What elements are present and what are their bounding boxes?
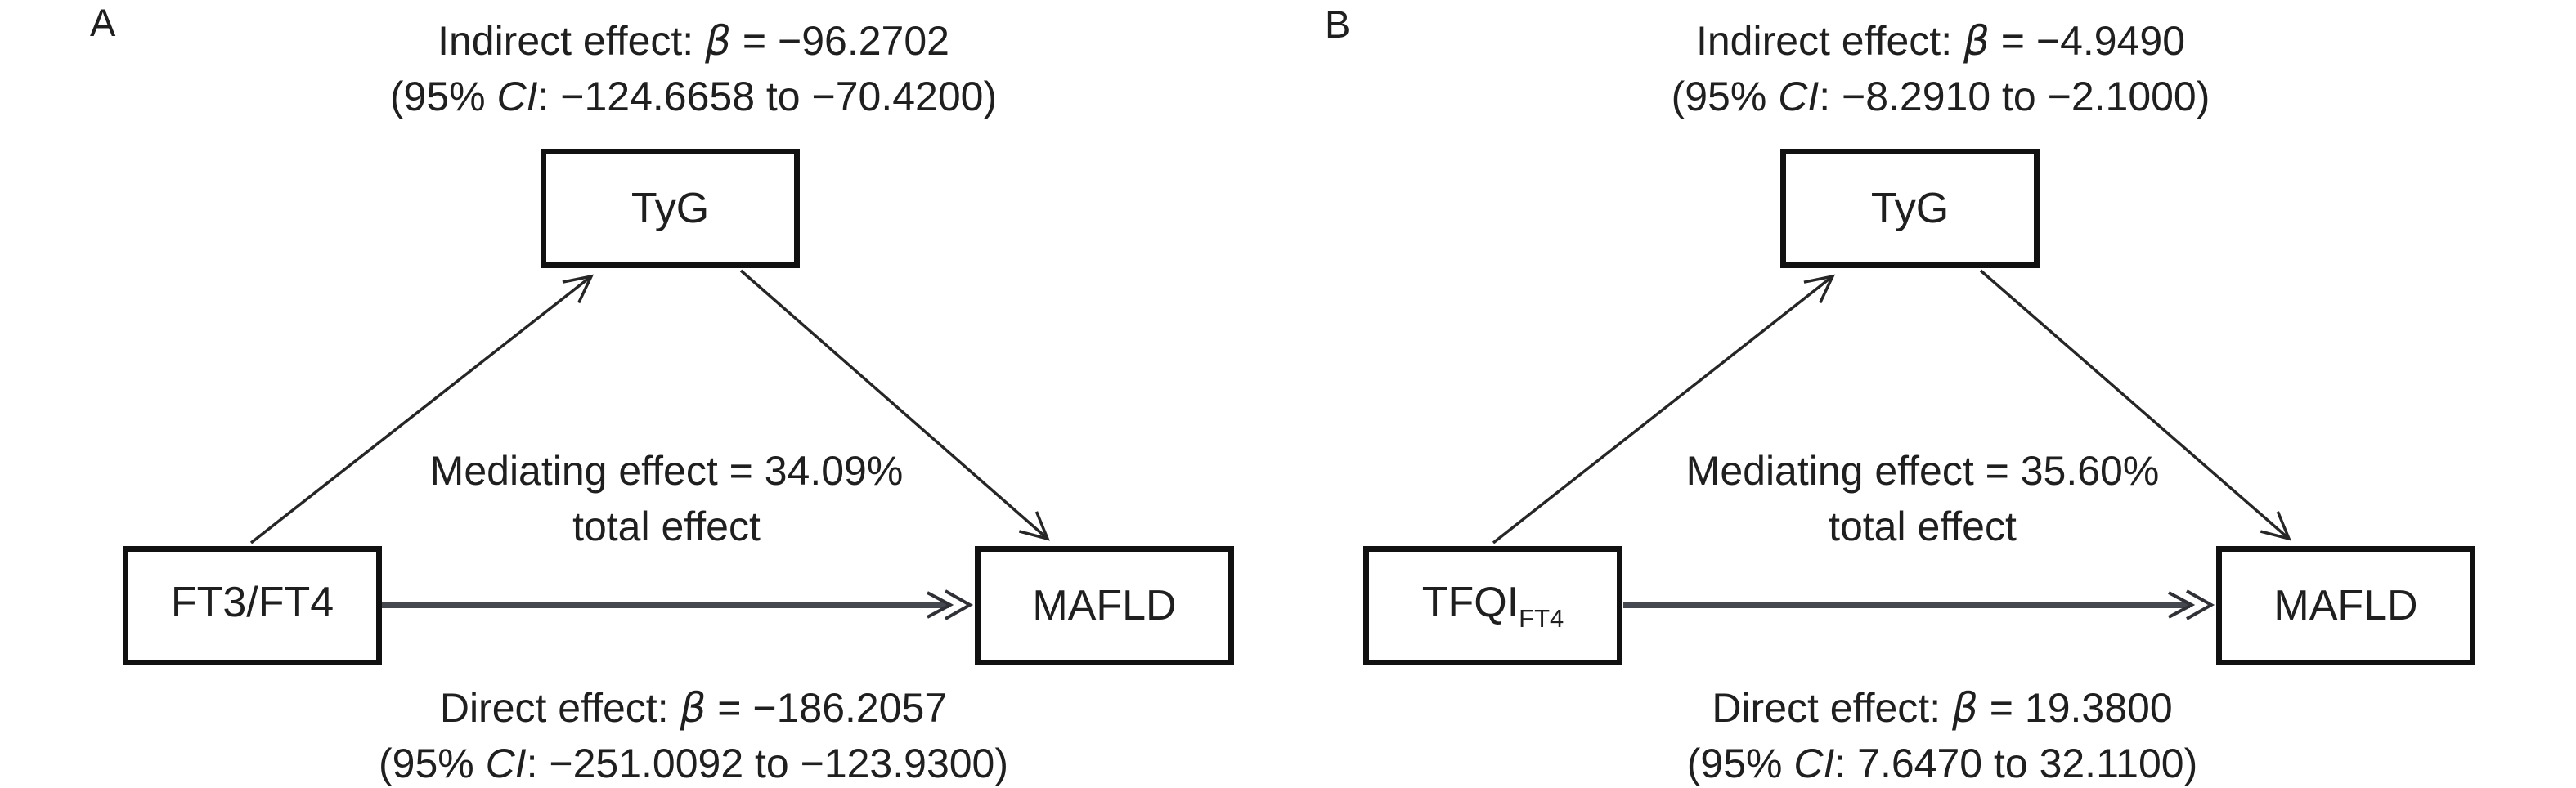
mediator-box-label: TyG — [631, 185, 710, 232]
panel-b-indirect-effect-text: Indirect effect: β = −4.9490 (95% CI: −8… — [1491, 13, 2390, 124]
panel-b-direct-arrowhead — [2186, 589, 2215, 620]
panel-a-direct-effect-text: Direct effect: β = −186.2057 (95% CI: −2… — [244, 680, 1143, 788]
exposure-box-label: TFQIFT4 — [1421, 579, 1564, 633]
panel-a-direct-arrowhead-2 — [927, 591, 954, 619]
outcome-box-label: MAFLD — [2273, 582, 2418, 629]
panel-b-path-b-arrow — [1979, 269, 2291, 541]
ci-label: CI — [485, 741, 527, 786]
panel-a-exposure-box: FT3/FT4 — [123, 546, 382, 665]
indirect-effect-ci-line: (95% CI: −124.6658 to −70.4200) — [389, 74, 998, 119]
indirect-effect-ci-line: (95% CI: −8.2910 to −2.1000) — [1671, 74, 2210, 119]
panel-a-outcome-box: MAFLD — [975, 546, 1234, 665]
ci-label: CI — [1793, 741, 1835, 786]
panel-a-mediating-effect-text: Mediating effect = 34.09% total effect — [217, 443, 1116, 554]
beta-symbol: β — [680, 684, 707, 732]
panel-b-outcome-box: MAFLD — [2216, 546, 2475, 665]
mediating-effect-line2: total effect — [572, 504, 761, 549]
outcome-box-label: MAFLD — [1032, 582, 1177, 629]
panel-a-indirect-effect-text: Indirect effect: β = −96.2702 (95% CI: −… — [244, 13, 1143, 124]
exposure-box-label: FT3/FT4 — [170, 579, 334, 626]
beta-symbol: β — [1963, 17, 1990, 65]
panel-b-path-a-arrow — [1492, 274, 1836, 544]
panel-a-path-b-arrow — [739, 269, 1050, 541]
panel-a-mediator-box: TyG — [541, 149, 800, 268]
panel-a-path-a-arrow — [249, 274, 595, 544]
panel-b-mediating-effect-text: Mediating effect = 35.60% total effect — [1473, 443, 2372, 554]
direct-effect-ci-line: (95% CI: 7.6470 to 32.1100) — [1686, 741, 2198, 786]
ci-label: CI — [1778, 74, 1820, 119]
panel-b-direct-arrowhead-2 — [2168, 591, 2196, 619]
panel-b-direct-effect-text: Direct effect: β = 19.3800 (95% CI: 7.64… — [1492, 680, 2392, 788]
indirect-effect-line: Indirect effect: β = −96.2702 — [438, 17, 949, 65]
panel-a-label: A — [90, 1, 116, 44]
panel-b-exposure-box: TFQIFT4 — [1363, 546, 1622, 665]
indirect-effect-line: Indirect effect: β = −4.9490 — [1695, 17, 2186, 65]
ci-label: CI — [496, 74, 538, 119]
exposure-box-subscript: FT4 — [1519, 604, 1564, 633]
direct-effect-line: Direct effect: β = 19.3800 — [1712, 684, 2173, 732]
panel-b-label: B — [1325, 2, 1351, 46]
panel-b-mediator-box: TyG — [1780, 149, 2040, 268]
beta-symbol: β — [705, 17, 732, 65]
direct-effect-ci-line: (95% CI: −251.0092 to −123.9300) — [378, 741, 1009, 786]
mediator-box-label: TyG — [1870, 185, 1950, 232]
panel-a-direct-arrowhead — [945, 589, 974, 620]
beta-symbol: β — [1951, 684, 1978, 732]
mediating-effect-line1: Mediating effect = 35.60% — [1685, 448, 2160, 494]
mediating-effect-line1: Mediating effect = 34.09% — [429, 448, 904, 494]
mediating-effect-line2: total effect — [1829, 504, 2017, 549]
direct-effect-line: Direct effect: β = −186.2057 — [439, 684, 948, 732]
